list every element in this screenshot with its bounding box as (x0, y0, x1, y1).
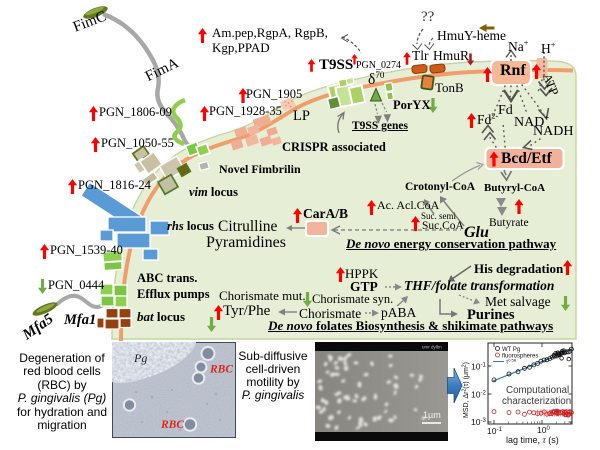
svg-text:MSD, Δr2(τ) (μm2): MSD, Δr2(τ) (μm2) (462, 362, 471, 418)
svg-text:WT Pg: WT Pg (502, 347, 520, 353)
svg-text:umr dylbn: umr dylbn (422, 345, 442, 350)
svg-text:RBC: RBC (209, 364, 233, 376)
svg-text:10-1: 10-1 (471, 362, 486, 372)
svg-text:100: 100 (537, 425, 550, 435)
svg-text:1µm: 1µm (423, 410, 441, 420)
svg-text:τ0.58: τ0.58 (506, 358, 517, 366)
svg-text:RBC: RBC (160, 419, 184, 431)
svg-text:10-3: 10-3 (471, 417, 486, 427)
svg-text:fluorospheres: fluorospheres (502, 354, 538, 360)
svg-text:10-2: 10-2 (471, 390, 486, 400)
svg-text:characterization: characterization (502, 396, 571, 407)
svg-text:Computational: Computational (506, 385, 569, 396)
svg-text:Pg: Pg (133, 351, 147, 365)
svg-text:10-1: 10-1 (487, 426, 502, 436)
svg-text:lag time, τ (s): lag time, τ (s) (506, 435, 559, 445)
